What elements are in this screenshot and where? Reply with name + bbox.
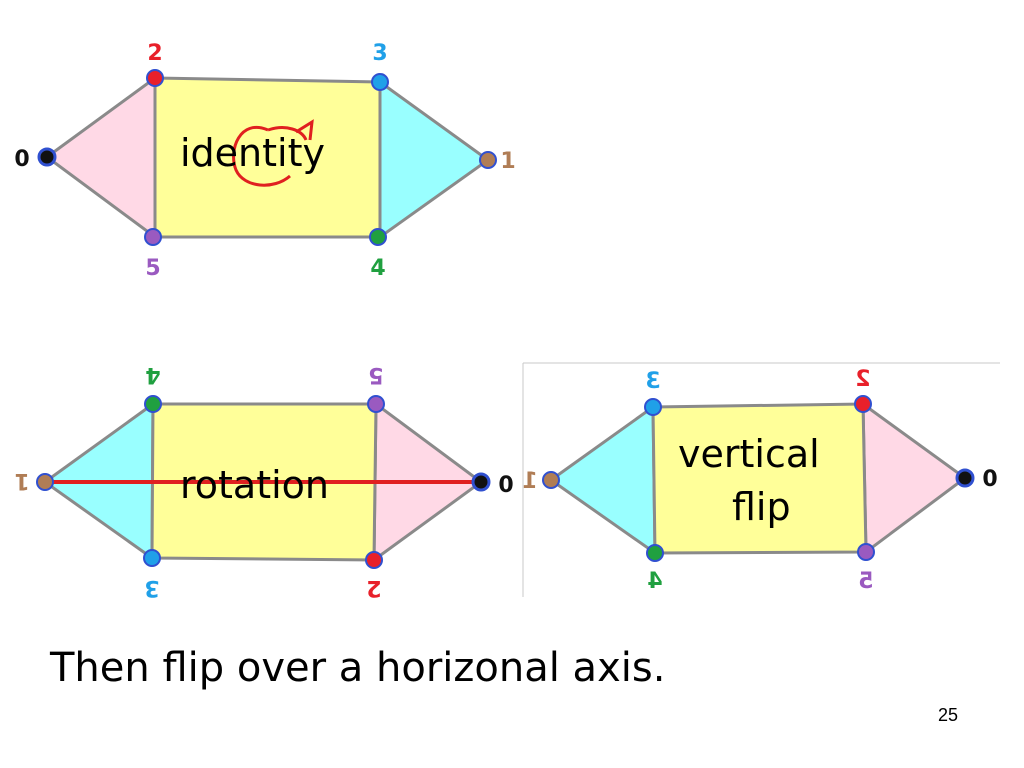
rotation-vertex-bottom-right bbox=[365, 551, 383, 569]
identity-vertex-3 bbox=[371, 73, 389, 91]
page-number: 25 bbox=[938, 705, 959, 725]
rotation-label-left: 1 bbox=[14, 468, 29, 493]
vertical-flip-vertex-left bbox=[542, 471, 560, 489]
vertical-flip-label-right: 0 bbox=[982, 467, 997, 492]
rotation-diagram: rotation 1 4 5 0 3 2 bbox=[14, 362, 513, 600]
identity-vertex-5 bbox=[144, 228, 162, 246]
vertical-flip-rectangle bbox=[651, 402, 868, 555]
vertical-flip-title-line1: vertical bbox=[678, 432, 820, 476]
vertical-flip-vertex-bottom-right bbox=[857, 543, 875, 561]
identity-label-5: 5 bbox=[145, 256, 160, 281]
identity-vertex-1 bbox=[479, 151, 497, 169]
vertical-flip-title-line2: flip bbox=[732, 485, 791, 529]
rotation-vertex-top-right bbox=[367, 395, 385, 413]
identity-rotation-arrow bbox=[232, 126, 308, 187]
identity-vertex-4 bbox=[369, 228, 387, 246]
vertical-flip-label-left: 1 bbox=[522, 469, 537, 494]
identity-vertex-0 bbox=[37, 147, 57, 167]
identity-right-triangle bbox=[378, 79, 491, 240]
rotation-vertex-right bbox=[471, 472, 491, 492]
rotation-label-top-right: 5 bbox=[368, 362, 383, 387]
identity-vertex-2 bbox=[146, 69, 164, 87]
slide-caption: Then flip over a horizonal axis. bbox=[50, 645, 666, 691]
vertical-flip-right-triangle bbox=[861, 401, 968, 555]
rotation-label-bottom-left: 3 bbox=[144, 575, 159, 600]
identity-rotation-arrowhead bbox=[295, 119, 314, 141]
rotation-label-top-left: 4 bbox=[145, 362, 160, 387]
rotation-vertex-left bbox=[36, 473, 54, 491]
vertical-flip-vertex-right bbox=[955, 468, 975, 488]
identity-label-0: 0 bbox=[14, 147, 29, 172]
vertical-flip-vertex-bottom-left bbox=[646, 544, 664, 562]
vertical-flip-label-top-left: 3 bbox=[645, 369, 660, 394]
rotation-vertex-top-left bbox=[144, 395, 162, 413]
identity-title: identity bbox=[180, 131, 325, 175]
vertical-flip-left-triangle bbox=[548, 404, 657, 556]
identity-label-3: 3 bbox=[372, 41, 387, 66]
vertical-flip-vertex-top-left bbox=[644, 398, 662, 416]
vertical-flip-label-bottom-left: 4 bbox=[647, 569, 662, 594]
identity-label-4: 4 bbox=[370, 256, 385, 281]
identity-diagram: identity 0 2 3 1 4 5 bbox=[14, 41, 515, 281]
rotation-label-right: 0 bbox=[498, 473, 513, 498]
identity-left-triangle bbox=[44, 75, 157, 240]
identity-label-1: 1 bbox=[500, 149, 515, 174]
rotation-label-bottom-right: 2 bbox=[366, 575, 381, 600]
rotation-vertex-bottom-left bbox=[143, 549, 161, 567]
identity-label-2: 2 bbox=[147, 41, 162, 66]
rotation-title: rotation bbox=[180, 463, 329, 507]
vertical-flip-label-top-right: 2 bbox=[855, 367, 870, 392]
vertical-flip-label-bottom-right: 5 bbox=[858, 569, 873, 594]
vertical-flip-diagram: vertical flip 1 3 2 0 4 5 bbox=[522, 362, 1000, 597]
vertical-flip-vertex-top-right bbox=[854, 395, 872, 413]
